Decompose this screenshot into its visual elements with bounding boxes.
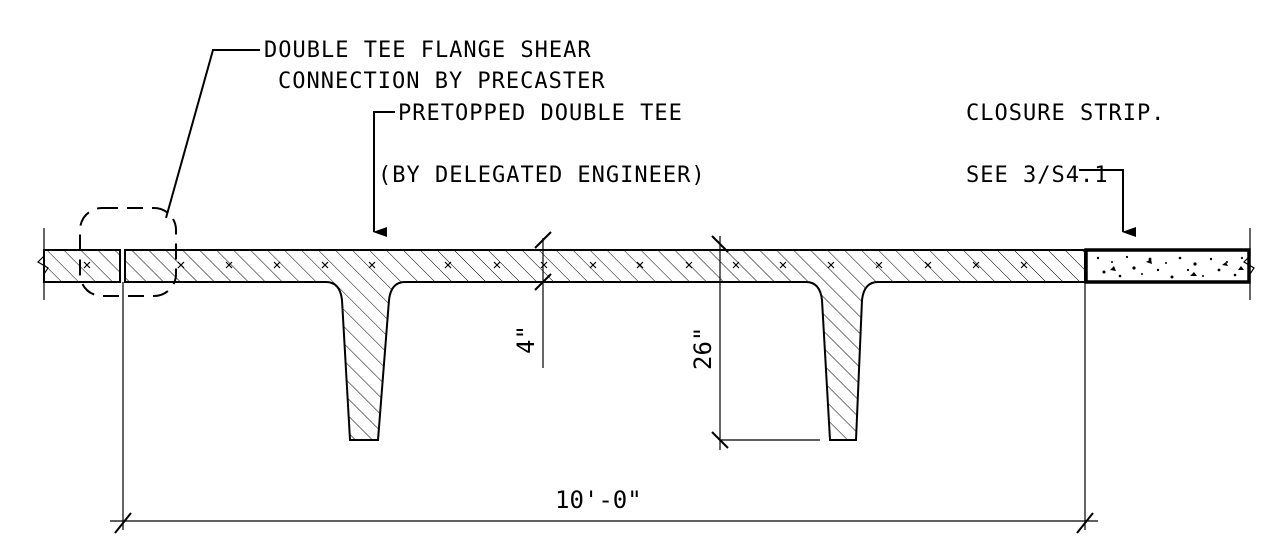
right-break-line <box>1243 228 1255 300</box>
shear-connection-leader <box>165 49 260 219</box>
double-tee-note-line2: (BY DELEGATED ENGINEER) <box>378 163 706 188</box>
closure-strip-note-line1: CLOSURE STRIP. <box>966 101 1165 126</box>
shear-connection-note-line2: CONNECTION BY PRECASTER <box>278 69 606 94</box>
double-tee-note-line1: PRETOPPED DOUBLE TEE <box>398 101 683 126</box>
flange-thickness-dimension <box>534 231 552 368</box>
double-tee-body <box>124 249 1086 441</box>
width-dimension <box>110 282 1098 534</box>
shear-connection-note-line1: DOUBLE TEE FLANGE SHEAR <box>264 38 592 63</box>
flange-thickness-label: 4" <box>512 325 540 354</box>
double-tee-section <box>43 249 1086 441</box>
concrete-stipple <box>1096 255 1244 279</box>
closure-strip-note-line2: SEE 3/S4.1 <box>966 163 1108 188</box>
shear-connection-callout-circle <box>79 207 177 297</box>
double-tee-leader <box>373 111 395 237</box>
tee-depth-dimension <box>711 235 820 450</box>
width-label: 10'-0" <box>555 486 642 514</box>
strand-markers <box>83 261 1028 269</box>
closure-strip <box>1084 248 1251 284</box>
left-flange-segment <box>43 249 121 283</box>
closure-strip-leader <box>1079 169 1136 237</box>
tee-depth-label: 26" <box>689 327 717 370</box>
